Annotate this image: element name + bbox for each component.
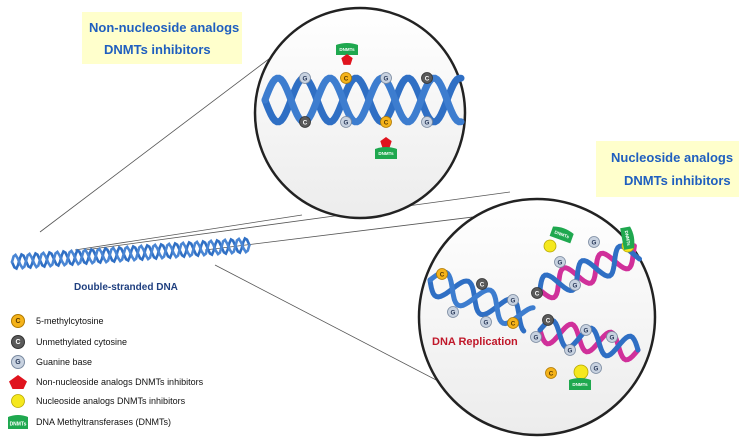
guanine-base: G — [340, 116, 352, 128]
guanine-base: G — [299, 72, 311, 84]
dnmt-enzyme-icon: DNMTs — [8, 415, 28, 429]
dnmt-label: DNMTs — [554, 230, 570, 240]
dnmt-enzyme-icon: DNMTs — [569, 378, 591, 390]
nucleoside-callout-line1: Nucleoside analogs — [611, 150, 734, 165]
legend-item-methylcytosine: C 5-methylcytosine — [7, 313, 104, 329]
base-letter: C — [546, 317, 551, 324]
methylcytosine-icon: C — [11, 314, 25, 328]
cytosine-base: C — [421, 72, 433, 84]
legend-item-non-nucleoside: Non-nucleoside analogs DNMTs inhibitors — [7, 374, 203, 390]
base-letter: C — [480, 281, 485, 288]
yellow-circle-icon — [11, 394, 25, 408]
red-pentagon-icon — [9, 375, 27, 389]
strand — [537, 321, 641, 363]
non-nucleoside-callout-line2: DNMTs inhibitors — [104, 42, 211, 57]
dnmt-enzyme-icon: DNMTs — [375, 147, 397, 159]
double-stranded-dna-label: Double-stranded DNA — [74, 282, 178, 293]
guanine-base: G — [380, 72, 392, 84]
base-letter: G — [384, 75, 389, 82]
base-letter: C — [440, 271, 445, 278]
non-nucleoside-callout-line1: Non-nucleoside analogs — [89, 20, 240, 35]
non-nucleoside-inhibitor-icon — [341, 54, 353, 65]
non-nucleoside-callout: Non-nucleoside analogs DNMTs inhibitors — [82, 12, 242, 64]
svg-text:DNMTs: DNMTs — [10, 422, 27, 428]
cytosine-base: C — [542, 314, 554, 326]
base-letter: C — [425, 75, 430, 82]
base-letter: G — [425, 119, 430, 126]
guanine-icon: G — [11, 355, 25, 369]
methylcytosine-base: C — [436, 268, 448, 280]
base-letter: C — [384, 119, 389, 126]
base-letter: G — [534, 334, 539, 341]
guanine-base: G — [480, 316, 492, 328]
dnmt-enzyme-icon: DNMTs — [336, 43, 358, 55]
base-letter: G — [594, 365, 599, 372]
legend-label: Unmethylated cytosine — [36, 337, 128, 347]
strand — [10, 236, 251, 271]
dna-replication-label: DNA Replication — [432, 336, 518, 348]
base-letter: G — [584, 327, 589, 334]
base-letter: G — [558, 259, 563, 266]
nucleoside-inhibitor-icon — [573, 364, 589, 380]
dnmt-label: DNMTs — [378, 151, 394, 156]
strand — [537, 243, 642, 294]
methylcytosine-base: C — [545, 367, 557, 379]
dnmt-label: DNMTs — [339, 47, 355, 52]
base-letter: G — [451, 309, 456, 316]
cytosine-base: C — [531, 287, 543, 299]
methylcytosine-base: C — [380, 116, 392, 128]
base-letter: C — [303, 119, 308, 126]
dnmt-label: DNMTs — [572, 382, 588, 387]
guanine-base: G — [569, 279, 581, 291]
legend-item-dnmt: DNMTs DNA Methyltransferases (DNMTs) — [7, 414, 171, 430]
double-stranded-dna — [10, 236, 251, 271]
guanine-base: G — [606, 331, 618, 343]
base-letter: G — [484, 319, 489, 326]
nucleoside-inhibitor-icon — [543, 239, 557, 253]
guanine-base: G — [421, 116, 433, 128]
guanine-base: G — [564, 344, 576, 356]
guanine-base: G — [507, 294, 519, 306]
base-letter: G — [511, 297, 516, 304]
base-letter: C — [511, 320, 516, 327]
legend-item-nucleoside: Nucleoside analogs DNMTs inhibitors — [7, 393, 185, 409]
guanine-base: G — [554, 256, 566, 268]
legend-item-guanine: G Guanine base — [7, 354, 92, 370]
base-letter: C — [535, 290, 540, 297]
base-letter: C — [344, 75, 349, 82]
base-letter: C — [549, 370, 554, 377]
guanine-base: G — [530, 331, 542, 343]
non-nucleoside-inhibitor-icon — [380, 137, 392, 148]
legend-label: Non-nucleoside analogs DNMTs inhibitors — [36, 377, 204, 387]
daughter-helix-top — [537, 243, 642, 301]
dnmt-label: DNMTs — [624, 230, 632, 246]
guanine-base: G — [588, 236, 600, 248]
legend-label: Guanine base — [36, 357, 93, 367]
guanine-base: G — [580, 324, 592, 336]
strand — [537, 243, 637, 301]
cytosine-icon: C — [11, 335, 25, 349]
guanine-base: G — [590, 362, 602, 374]
base-letter: G — [344, 119, 349, 126]
dnmt-enzyme-icon: DNMTs — [549, 226, 574, 244]
base-letter: G — [592, 239, 597, 246]
methylcytosine-base: C — [340, 72, 352, 84]
nucleoside-callout-line2: DNMTs inhibitors — [624, 173, 731, 188]
base-letter: G — [573, 282, 578, 289]
cytosine-base: C — [299, 116, 311, 128]
guanine-base: G — [447, 306, 459, 318]
nucleoside-callout: Nucleoside analogs DNMTs inhibitors — [596, 141, 739, 197]
base-letter: G — [610, 334, 615, 341]
dnmt-enzyme-icon: DNMTs — [620, 226, 635, 250]
base-letter: G — [568, 347, 573, 354]
cytosine-base: C — [476, 278, 488, 290]
legend-label: Nucleoside analogs DNMTs inhibitors — [36, 396, 186, 406]
legend-item-cytosine: C Unmethylated cytosine — [7, 334, 127, 350]
methylcytosine-base: C — [507, 317, 519, 329]
legend-label: DNA Methyltransferases (DNMTs) — [36, 417, 172, 427]
base-letter: G — [303, 75, 308, 82]
legend-label: 5-methylcytosine — [36, 316, 104, 326]
